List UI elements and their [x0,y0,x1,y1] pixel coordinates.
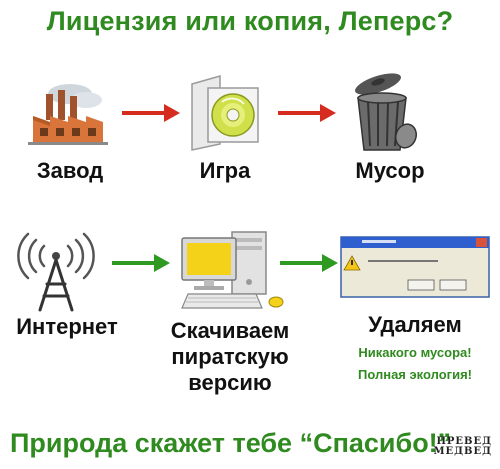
red-arrow-1 [120,102,182,129]
green-arrow-2 [278,252,340,279]
game-disc-icon [186,74,264,157]
footer-slogan: Природа скажет тебе “Спасибо!” [10,428,452,458]
watermark-line1: ПРЕВЕД [436,436,492,447]
label-game: Игра [199,158,251,183]
watermark-line2: МЕДВЕД [433,446,492,457]
label-internet: Интернет [16,314,118,339]
factory-icon [28,80,108,150]
label-trash: Мусор [355,158,425,183]
label-factory: Завод [36,158,104,183]
note-ecology: Полная экология! [358,367,472,382]
note-no-garbage: Никакого мусора! [358,345,472,360]
green-arrow-1 [110,252,172,279]
delete-dialog-icon [340,236,490,303]
label-download-line3: версию [188,370,272,395]
label-delete: Удаляем [368,312,462,337]
red-arrow-2 [276,102,338,129]
trash-can-icon [348,72,420,159]
desktop-computer-icon [178,228,288,319]
radio-tower-icon [16,232,96,317]
watermark-logo: ПРЕВЕД МЕДВЕД [433,437,492,457]
page-title: Лицензия или копия, Леперс? [46,6,454,36]
label-download-line2: пиратскую [171,344,289,369]
label-download-line1: Скачиваем [170,318,290,343]
